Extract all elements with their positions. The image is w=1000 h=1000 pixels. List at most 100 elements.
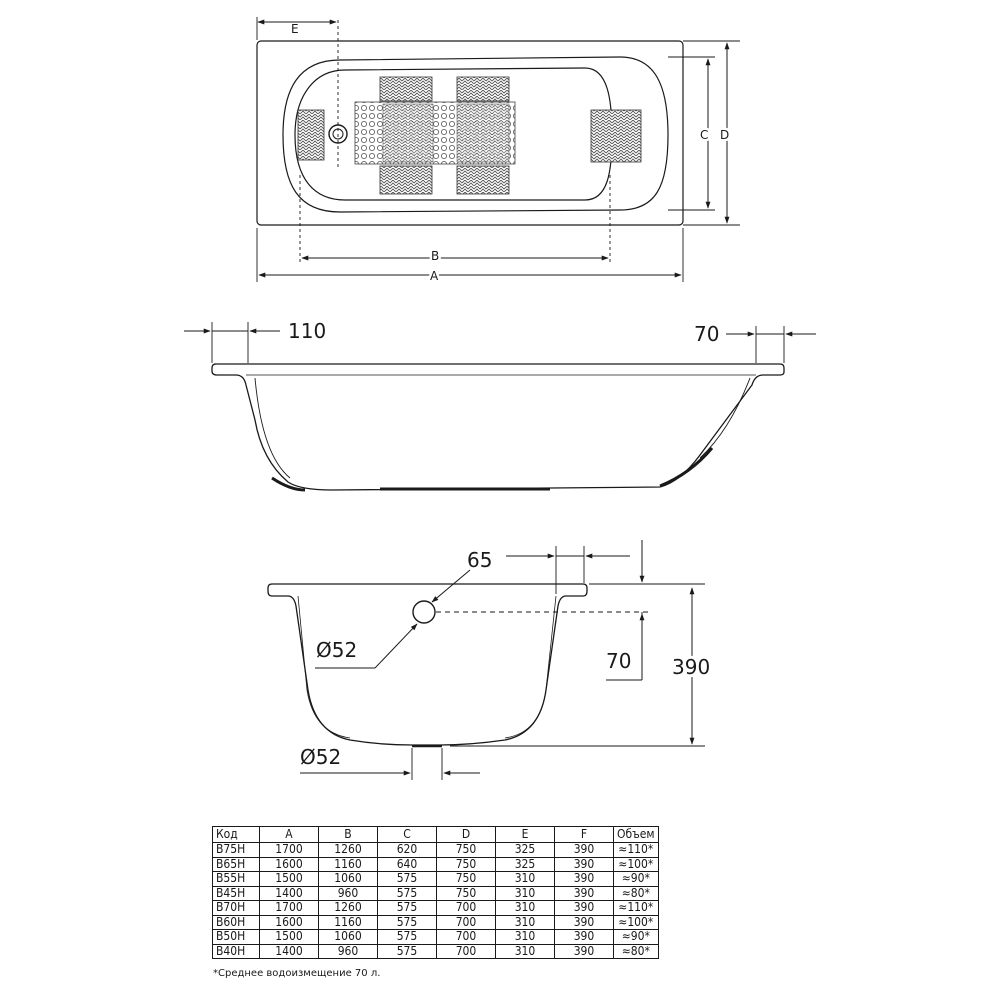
table-cell: ≈100*	[613, 914, 659, 930]
table-cell: 1600	[259, 914, 319, 930]
table-header: E	[495, 826, 555, 843]
table-cell: 1260	[318, 842, 378, 858]
table-cell: 310	[495, 914, 555, 930]
table-cell: 1160	[318, 856, 378, 872]
table-cell: 1060	[318, 929, 378, 945]
table-cell: 750	[436, 856, 496, 872]
table-cell: 960	[318, 943, 378, 959]
table-cell: 390	[554, 914, 614, 930]
table-cell: 640	[377, 856, 437, 872]
table-cell: 390	[554, 885, 614, 901]
table-cell: ≈90*	[613, 929, 659, 945]
table-cell: 1500	[259, 871, 319, 887]
label-rim-left: 110	[288, 319, 326, 343]
tub-basin	[294, 67, 613, 201]
table-cell: 575	[377, 943, 437, 959]
table-cell: 1160	[318, 914, 378, 930]
tub-cross-section	[267, 583, 588, 746]
table-cell: 1700	[259, 900, 319, 916]
technical-drawing: E B A C D 110 70	[184, 17, 816, 780]
table-cell: 700	[436, 914, 496, 930]
tub-side-profile	[211, 363, 785, 491]
table-cell: 575	[377, 914, 437, 930]
model-code-cell: B75H	[212, 842, 260, 858]
table-cell: 575	[377, 871, 437, 887]
table-cell: ≈100*	[613, 856, 659, 872]
model-code-cell: B40H	[212, 943, 260, 959]
top-view	[256, 17, 740, 282]
anti-slip-pad	[456, 103, 510, 163]
table-cell: 1700	[259, 842, 319, 858]
table-cell: ≈110*	[613, 900, 659, 916]
table-cell: ≈110*	[613, 842, 659, 858]
anti-slip-pad	[456, 76, 510, 102]
table-cell: 1400	[259, 943, 319, 959]
table-cell: 700	[436, 943, 496, 959]
section-view	[267, 540, 705, 780]
table-cell: 310	[495, 929, 555, 945]
label-d: D	[720, 128, 729, 142]
overflow-hole	[412, 600, 436, 624]
table-cell: 310	[495, 885, 555, 901]
anti-slip-pad	[379, 165, 433, 195]
table-cell: 310	[495, 871, 555, 887]
table-cell: ≈80*	[613, 885, 659, 901]
side-view	[184, 322, 816, 492]
label-overflow-diameter: Ø52	[316, 638, 357, 662]
table-cell: 390	[554, 929, 614, 945]
table-cell: 700	[436, 929, 496, 945]
table-footnote: *Среднее водоизмещение 70 л.	[213, 968, 381, 979]
table-cell: ≈80*	[613, 943, 659, 959]
table-header: D	[436, 826, 496, 843]
table-cell: 750	[436, 842, 496, 858]
anti-slip-pad	[456, 165, 510, 195]
table-cell: 620	[377, 842, 437, 858]
anti-slip-pad	[590, 109, 642, 163]
model-code-cell: B50H	[212, 929, 260, 945]
table-cell: 390	[554, 871, 614, 887]
table-cell: 1060	[318, 871, 378, 887]
model-code-cell: B70H	[212, 900, 260, 916]
label-rim-right: 70	[694, 322, 719, 346]
table-cell: 310	[495, 943, 555, 959]
model-code-cell: B55H	[212, 871, 260, 887]
table-cell: ≈90*	[613, 871, 659, 887]
label-drain-diameter: Ø52	[300, 745, 341, 769]
label-a: A	[430, 269, 439, 283]
model-code-cell: B65H	[212, 856, 260, 872]
table-cell: 1400	[259, 885, 319, 901]
table-cell: 325	[495, 856, 555, 872]
table-cell: 390	[554, 856, 614, 872]
table-cell: 1500	[259, 929, 319, 945]
table-cell: 750	[436, 871, 496, 887]
label-c: C	[700, 128, 708, 142]
table-cell: 960	[318, 885, 378, 901]
table-cell: 575	[377, 929, 437, 945]
label-e: E	[291, 22, 299, 36]
table-header: F	[554, 826, 614, 843]
table-cell: 390	[554, 943, 614, 959]
table-header: Объем	[613, 826, 659, 843]
table-cell: 700	[436, 900, 496, 916]
model-code-cell: B60H	[212, 914, 260, 930]
table-cell: 575	[377, 885, 437, 901]
table-cell: 1600	[259, 856, 319, 872]
table-cell: 575	[377, 900, 437, 916]
label-rim-width: 65	[467, 548, 492, 572]
table-cell: 390	[554, 842, 614, 858]
table-cell: 325	[495, 842, 555, 858]
anti-slip-pad	[382, 103, 434, 163]
table-header-row: Код A B C D E F Объем	[212, 826, 659, 843]
tub-inner-rim	[282, 56, 669, 213]
table-header: B	[318, 826, 378, 843]
anti-slip-pad	[297, 109, 325, 161]
